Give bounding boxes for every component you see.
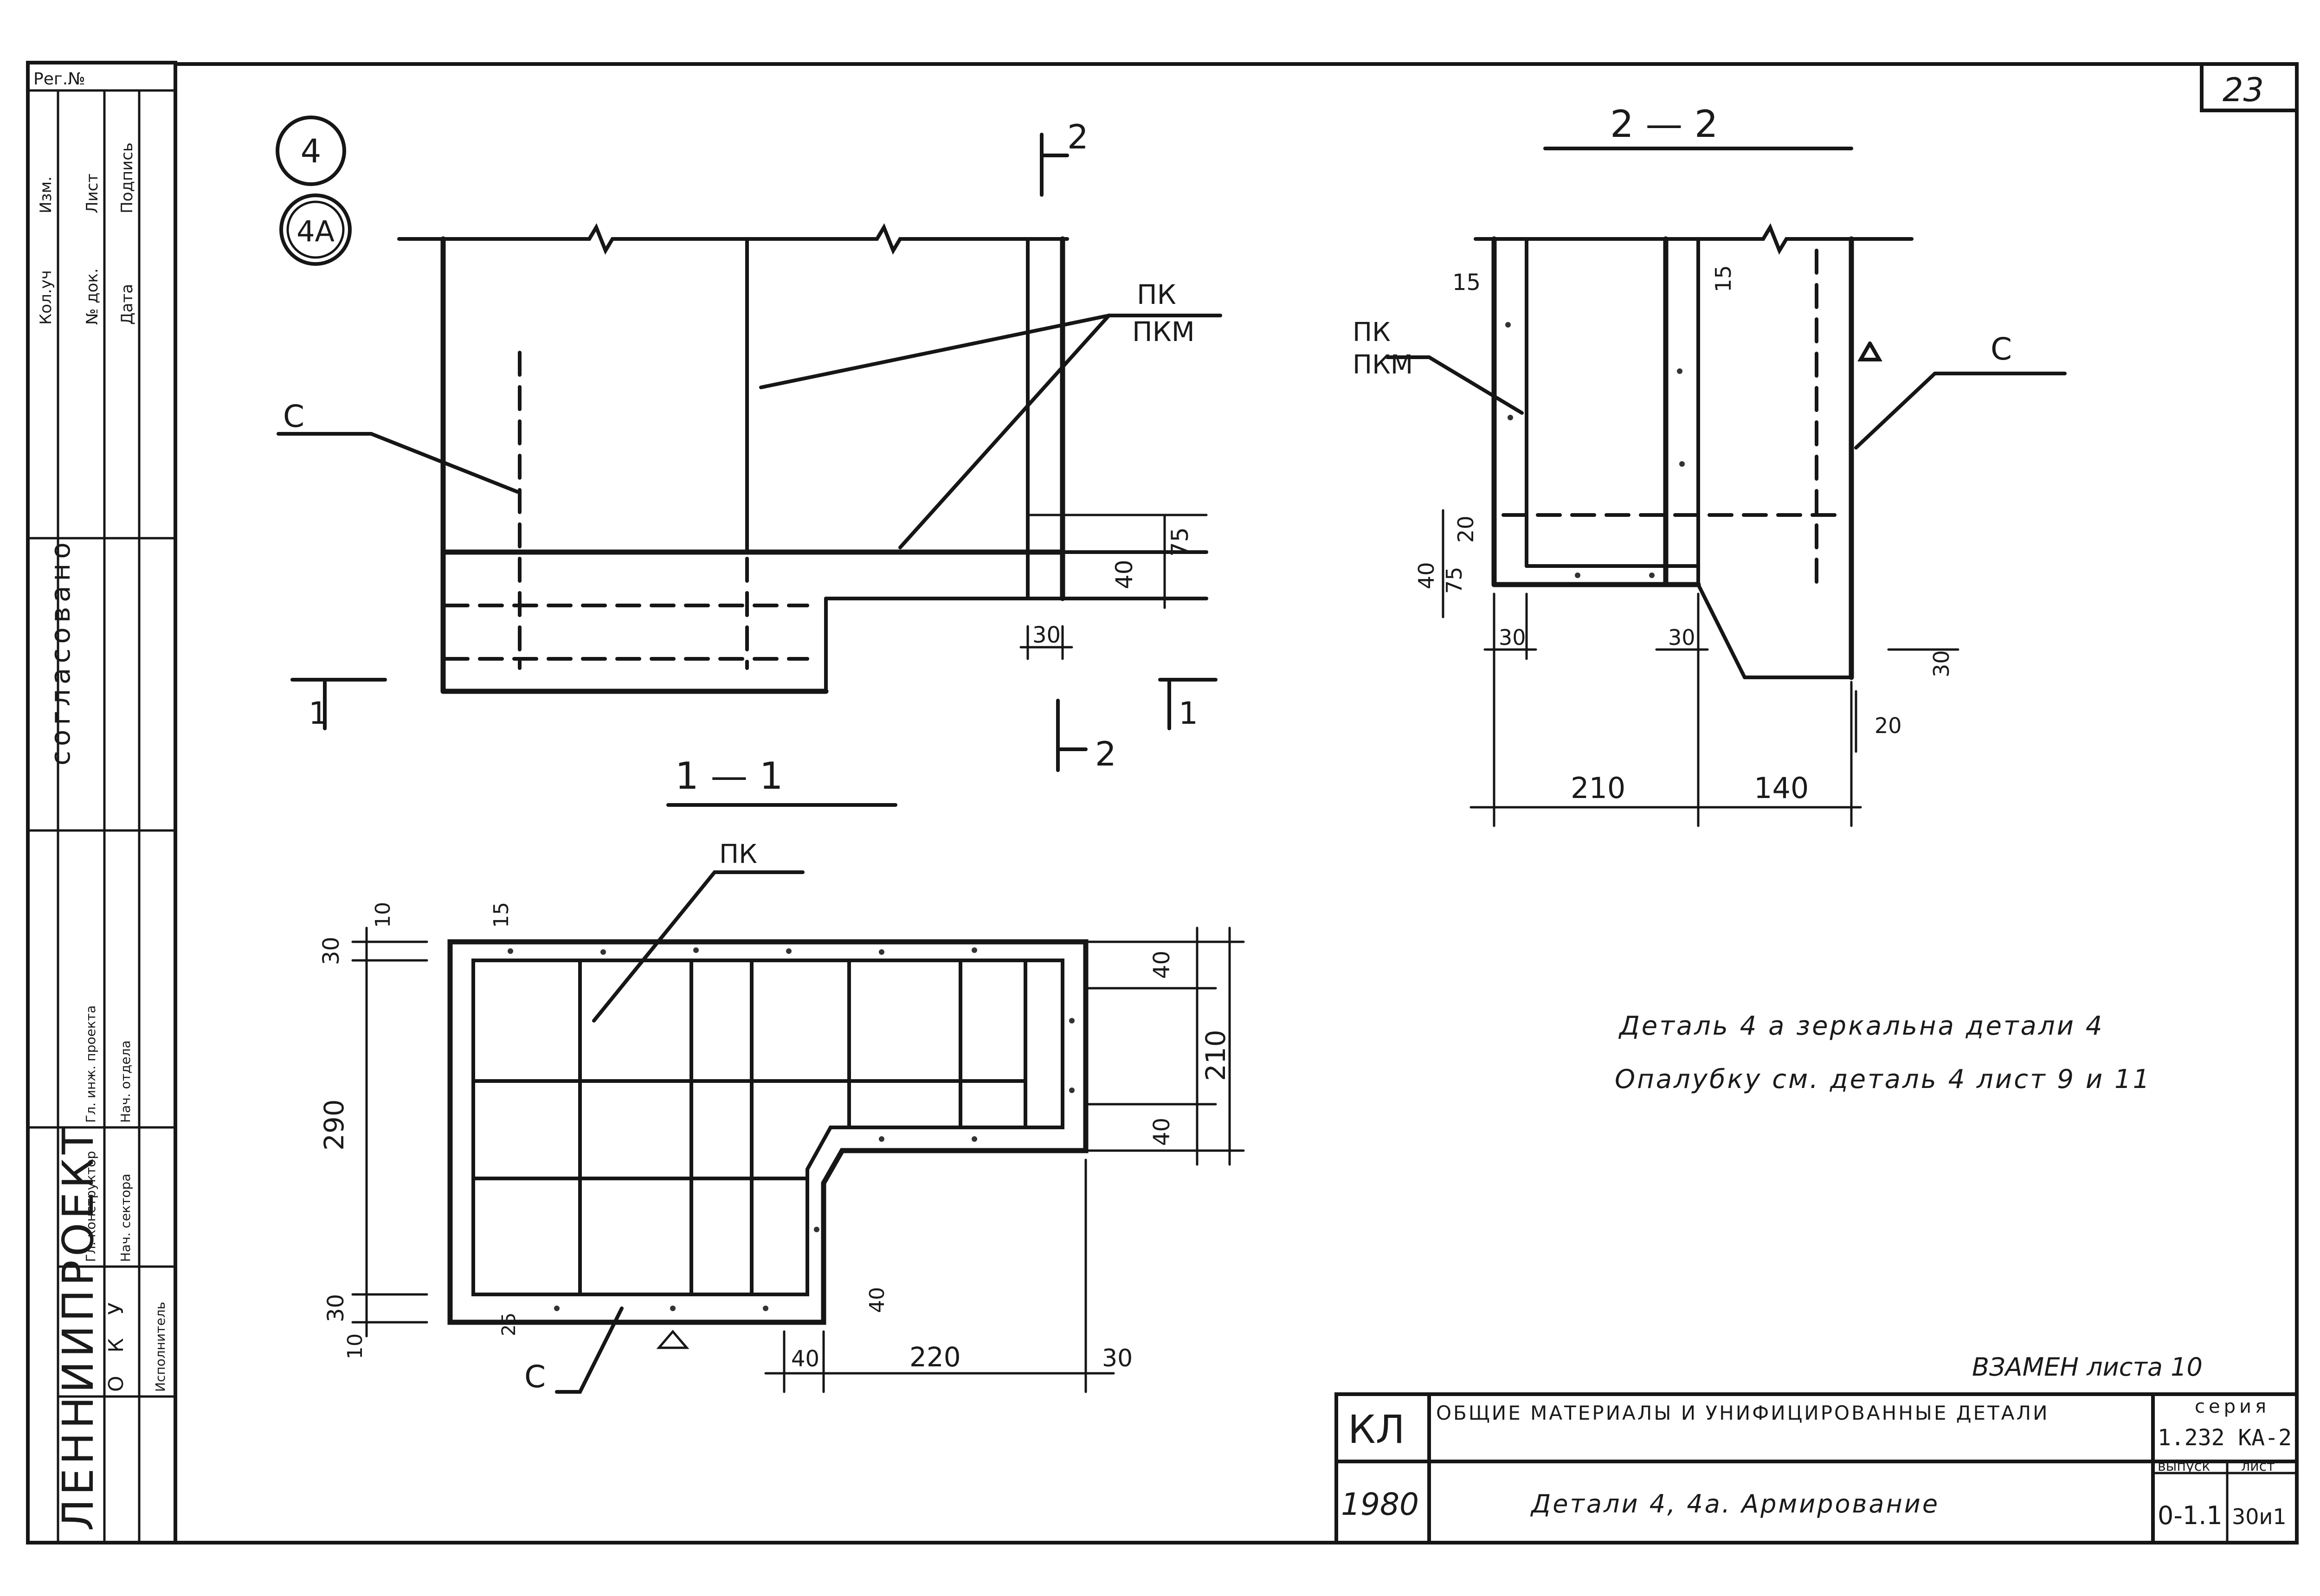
plan-view: ПК С 30 10 15 290 30 10 40 210 40 40 220…: [318, 839, 1245, 1395]
section-2-2-dim-30b: 30: [1668, 625, 1695, 650]
sidebar-top-label-4: № док.: [83, 268, 102, 325]
plan-dim-15: 15: [490, 902, 513, 928]
section-2-2-dim-210: 210: [1571, 771, 1625, 805]
reg-label: Рег.№: [33, 70, 85, 89]
title-block-year: 1980: [1341, 1487, 1419, 1522]
section-2-2-label-pkm: ПКМ: [1353, 350, 1413, 380]
plan-dim-40-top: 40: [1149, 951, 1175, 979]
sheet-frame: [91, 62, 2299, 1545]
detail-mark-4: 4: [301, 132, 322, 170]
sidebar-role-2: Нач. отдела: [118, 1040, 133, 1123]
series-label: серия: [2195, 1396, 2270, 1417]
plan-dim-10-top: 10: [371, 902, 395, 928]
issue-label: выпуск: [2158, 1458, 2210, 1474]
sidebar-role-5: Исполнитель: [153, 1302, 168, 1392]
plan-dim-220: 220: [909, 1341, 961, 1373]
section-2-2-dim-40: 40: [1414, 562, 1439, 589]
plan-dim-40-bottom: 40: [1149, 1118, 1175, 1146]
section-2-2-dim-15a: 15: [1452, 270, 1481, 296]
section-2-2-label-pk: ПК: [1353, 317, 1391, 348]
section-mark-1-right: 1: [1179, 695, 1198, 731]
org-name: ЛЕННИИПРОЕКТ: [53, 1125, 103, 1531]
detail-marks: 4 4А: [276, 116, 352, 266]
sidebar-top-label-3: Лист: [83, 174, 102, 213]
title-block-code: КЛ: [1348, 1407, 1405, 1452]
section-mark-1-left: 1: [309, 695, 328, 731]
sidebar-top-label-6: Дата: [118, 284, 136, 325]
section-2-2-dim-20: 20: [1453, 515, 1478, 543]
sidebar-role-1: Гл. инж. проекта: [83, 1005, 98, 1123]
note-mirror: Деталь 4 а зеркальна детали 4: [1618, 1011, 2104, 1041]
note-formwork: Опалубку см. деталь 4 лист 9 и 11: [1615, 1064, 2151, 1094]
section-2-2-dim-30c: 30: [1929, 650, 1954, 677]
plan-dim-30-bottom-row: 30: [1102, 1345, 1133, 1372]
elevation-label-pkm: ПКМ: [1132, 316, 1195, 348]
sidebar-top-label-1: Изм.: [37, 176, 55, 213]
note-replaces: ВЗАМЕН листа 10: [1972, 1352, 2203, 1382]
series-value: 1.232 КА-2: [2158, 1425, 2292, 1451]
title-block-header: ОБЩИЕ МАТЕРИАЛЫ И УНИФИЦИРОВАННЫЕ ДЕТАЛИ: [1436, 1402, 2049, 1424]
plan-dim-30-bottom: 30: [323, 1294, 349, 1322]
plan-dim-40-bottom-row: 40: [791, 1346, 819, 1372]
section-2-2-label-c: С: [1991, 331, 2012, 367]
plan-dim-30-top: 30: [318, 937, 344, 965]
issue-value: 0-1.1: [2158, 1501, 2223, 1530]
plan-dim-290: 290: [318, 1099, 350, 1151]
elevation-label-c: С: [283, 399, 304, 434]
notes: Деталь 4 а зеркальна детали 4 Опалубку с…: [1615, 1011, 2203, 1382]
section-2-2-dim-20b: 20: [1875, 713, 1902, 738]
sidebar-top-label-5: Подпись: [118, 142, 136, 213]
plan-dim-210: 210: [1200, 1030, 1231, 1081]
section-2-2-title: 2 — 2: [1610, 103, 1718, 146]
section-2-2-dim-75: 75: [1442, 566, 1467, 594]
section-2-2-dim-140: 140: [1754, 771, 1809, 805]
concrete-hatching: [508, 322, 1685, 1311]
detail-mark-4a: 4А: [296, 214, 335, 248]
title-block-title: Детали 4, 4а. Армирование: [1530, 1489, 1940, 1519]
plan-label-pk: ПК: [719, 839, 757, 869]
sidebar-top-label-2: Кол.уч: [37, 270, 55, 325]
section-cut-2-top: 2: [1067, 117, 1089, 156]
left-sidebar: Рег.№ согласовано ЛЕННИИПРОЕКТ О К У Изм…: [26, 61, 177, 1545]
sidebar-role-4: Нач. сектора: [118, 1174, 133, 1262]
plan-label-c: С: [524, 1359, 546, 1395]
elevation-dim-30: 30: [1032, 622, 1061, 648]
elevation-label-pk: ПК: [1137, 279, 1176, 310]
plan-dim-10-bottom: 10: [343, 1333, 367, 1359]
sheet-number: 23: [2223, 71, 2264, 109]
sheet-value: 30и1: [2232, 1504, 2287, 1529]
elevation-view: 2 2 1 1 С ПК ПКМ 75 40 30: [277, 117, 1222, 773]
detail-mark-4-circle: [276, 116, 346, 186]
sidebar-role-3: Гл. конструктор: [83, 1151, 98, 1262]
sheet-label: лист: [2241, 1458, 2275, 1474]
section-2-2-view: 2 — 2 ПК ПКМ С 15 15 20 40 75 30 30 30: [1353, 103, 2067, 827]
detail-mark-4a-circle: [279, 193, 352, 266]
plan-dim-25: 25: [498, 1313, 520, 1336]
section-1-1-title-group: 1 — 1: [666, 754, 897, 807]
sheet-number-box: 23: [2200, 62, 2299, 112]
title-block: КЛ 1980 ОБЩИЕ МАТЕРИАЛЫ И УНИФИЦИРОВАННЫ…: [1334, 1392, 2299, 1545]
plan-dim-40-notch: 40: [865, 1287, 889, 1313]
section-1-1-title: 1 — 1: [675, 754, 783, 798]
okb-label: О К У: [104, 1294, 128, 1392]
elevation-dim-40: 40: [1111, 560, 1138, 589]
agreed-label: согласовано: [45, 538, 76, 766]
section-2-2-dim-15b: 15: [1711, 265, 1736, 292]
section-2-2-dim-30a: 30: [1499, 625, 1526, 650]
section-cut-2-bottom: 2: [1095, 734, 1116, 773]
elevation-dim-75: 75: [1166, 527, 1193, 557]
